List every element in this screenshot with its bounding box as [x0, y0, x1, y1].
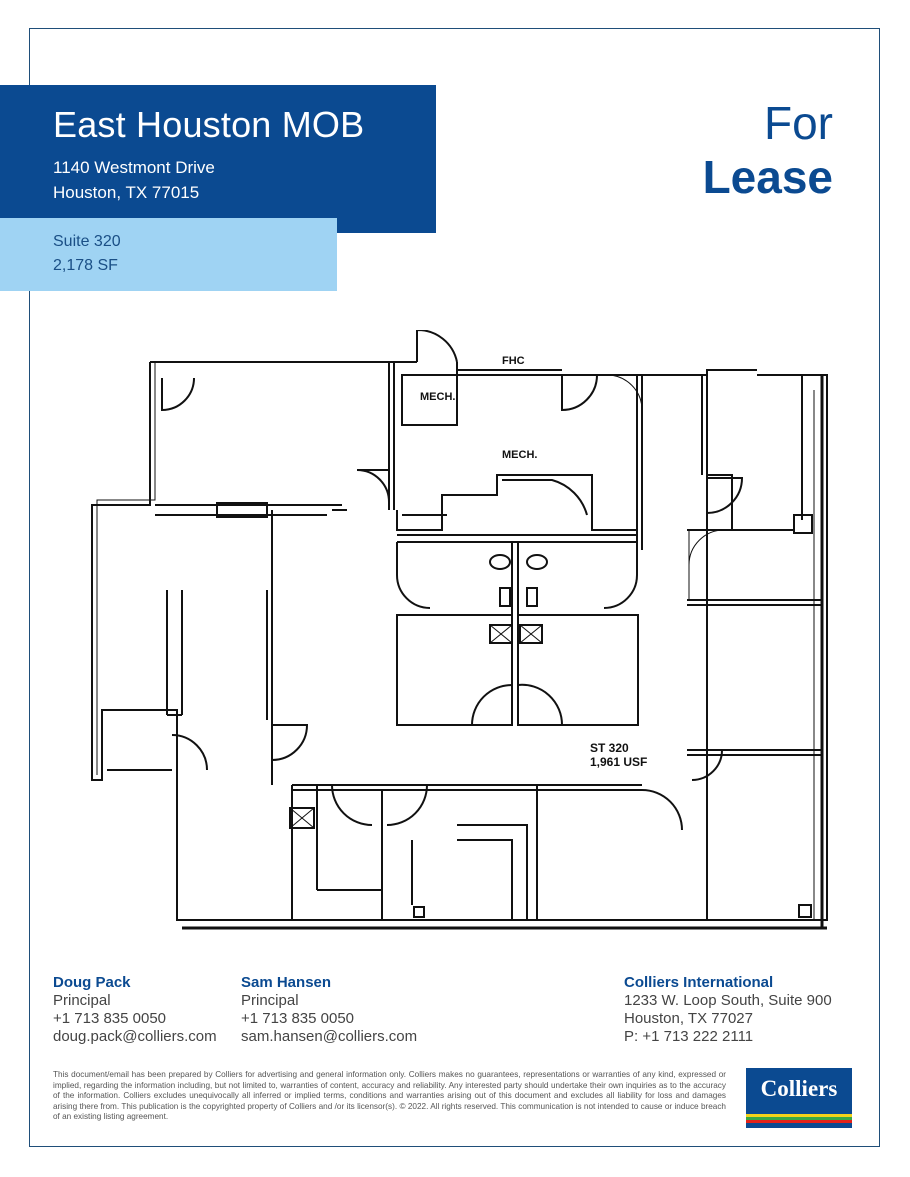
lease-label: Lease: [702, 151, 833, 203]
sink: [499, 587, 511, 607]
logo-wordmark: Colliers: [760, 1076, 838, 1101]
door-swing: [396, 542, 431, 609]
door-swing: [691, 749, 724, 781]
contact-name: Sam Hansen: [241, 974, 332, 991]
door-swing: [331, 784, 373, 826]
column: [793, 514, 813, 534]
door-swing: [161, 377, 195, 412]
contact-sam: Sam Hansen Principal +1 713 835 0050 sam…: [241, 974, 417, 1046]
door-swing: [641, 789, 683, 831]
mech-label-2: MECH.: [502, 449, 537, 461]
title-banner: [0, 85, 436, 233]
page-frame: [29, 28, 880, 1147]
door-swing: [603, 542, 638, 609]
disclaimer-text: This document/email has been prepared by…: [53, 1070, 726, 1122]
address-line-1: 1140 Westmont Drive: [53, 158, 215, 177]
usf-label: 1,961 USF: [590, 755, 647, 769]
elevator: [519, 624, 543, 644]
company-info: Colliers International 1233 W. Loop Sout…: [624, 974, 832, 1046]
counter: [457, 824, 528, 920]
logo-stripe-yellow: [746, 1114, 852, 1117]
company-address-1: 1233 W. Loop South, Suite 900: [624, 992, 832, 1009]
outer-wall: [91, 362, 828, 921]
suite-id-label: ST 320: [590, 741, 629, 755]
counter: [457, 839, 513, 920]
company-address-2: Houston, TX 77027: [624, 1010, 753, 1027]
suite-size: 2,178 SF: [53, 257, 118, 274]
company-name: Colliers International: [624, 974, 774, 991]
outer-wall: [96, 362, 156, 775]
contact-title: Principal: [53, 992, 111, 1009]
window: [216, 502, 268, 518]
door-swing: [471, 684, 513, 726]
address-line-2: Houston, TX 77015: [53, 183, 200, 202]
contact-email[interactable]: doug.pack@colliers.com: [53, 1028, 217, 1045]
logo-stripe-green: [746, 1117, 852, 1120]
sink: [526, 587, 538, 607]
contact-phone: +1 713 835 0050: [53, 1010, 167, 1027]
property-title: East Houston MOB: [53, 104, 365, 145]
door-swing: [688, 529, 725, 600]
door-swing: [561, 374, 598, 412]
door-swing: [416, 330, 458, 363]
suite-banner: [0, 218, 337, 291]
top-wall: [456, 362, 757, 376]
contact-email[interactable]: sam.hansen@colliers.com: [241, 1028, 418, 1045]
door-swing: [706, 477, 744, 514]
office: [396, 614, 513, 726]
door-swing: [356, 469, 390, 503]
logo-stripe-red: [746, 1120, 852, 1123]
toilet: [526, 554, 548, 570]
elevator: [289, 807, 315, 829]
mech-label-1: MECH.: [420, 391, 455, 403]
door-swing: [386, 784, 428, 826]
fhc-label: FHC: [502, 355, 525, 367]
column: [413, 906, 425, 918]
suite-number: Suite 320: [53, 233, 121, 250]
for-label: For: [764, 97, 833, 149]
door-swing: [502, 479, 588, 516]
contact-phone: +1 713 835 0050: [241, 1010, 355, 1027]
mech-room: [401, 374, 458, 426]
contact-name: Doug Pack: [53, 974, 131, 991]
door-swing: [271, 724, 309, 761]
contact-title: Principal: [241, 992, 299, 1009]
office: [517, 614, 639, 726]
toilet: [489, 554, 511, 570]
column: [798, 904, 812, 918]
door-swing: [171, 734, 208, 771]
elevator: [489, 624, 513, 644]
colliers-logo: Colliers: [746, 1068, 852, 1128]
contact-doug: Doug Pack Principal +1 713 835 0050 doug…: [53, 974, 217, 1046]
floor-plan: FHC MECH. MECH. ST 320 1,961 USF: [91, 330, 828, 930]
door-swing: [517, 683, 564, 726]
company-phone: P: +1 713 222 2111: [624, 1028, 754, 1045]
wall: [707, 474, 794, 531]
mech-room: [396, 474, 637, 531]
